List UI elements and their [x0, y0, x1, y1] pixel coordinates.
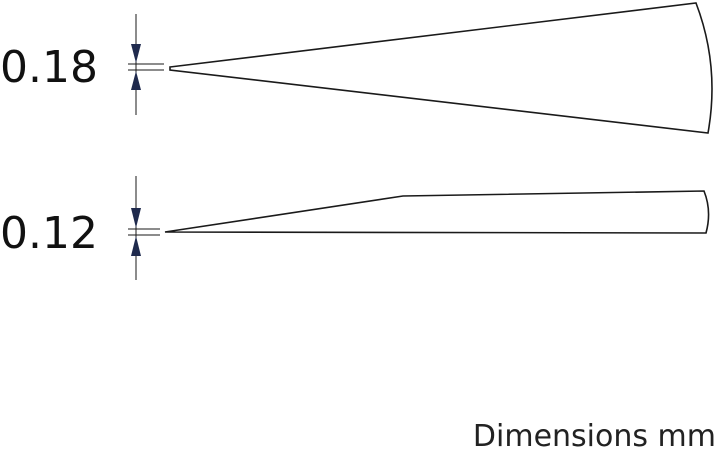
dimension-label-top: 0.18 [0, 42, 98, 93]
units-caption: Dimensions mm [472, 419, 716, 454]
tip-top-view [169, 2, 713, 134]
dimension-label-bottom: 0.12 [0, 208, 98, 259]
tip-side-view [164, 190, 710, 234]
dimension-marker-bottom [128, 176, 160, 280]
dimension-marker-top [128, 14, 164, 115]
